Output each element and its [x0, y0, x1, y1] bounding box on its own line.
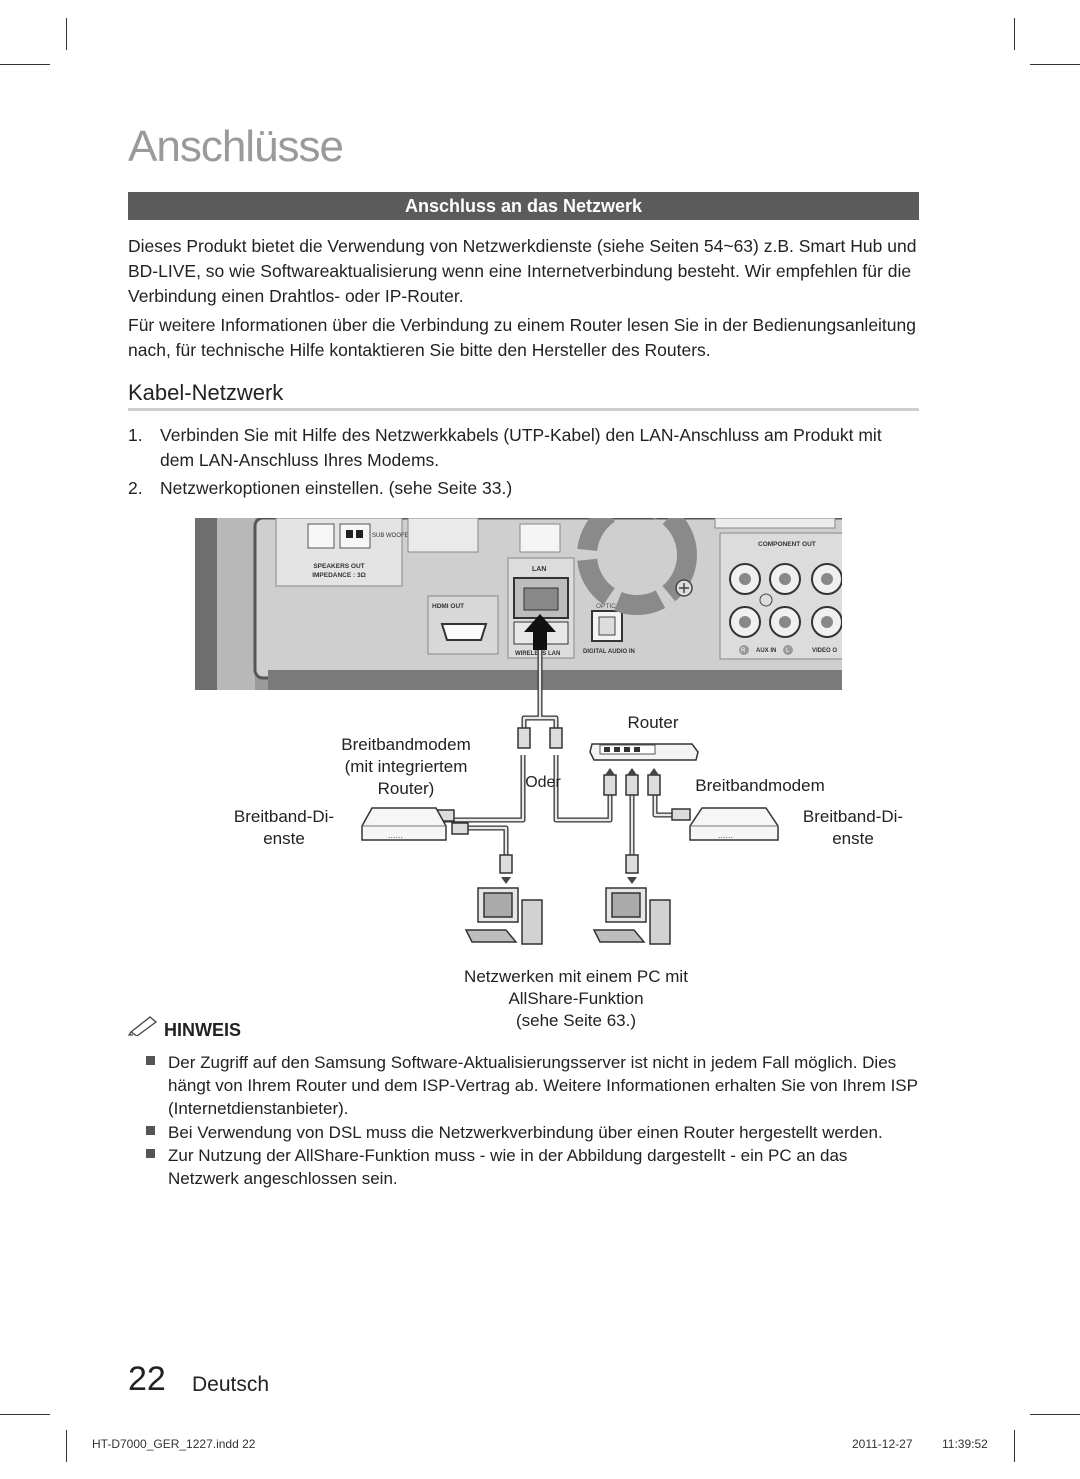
bullet-icon [146, 1056, 155, 1065]
step-item: 2. Netzwerkoptionen einstellen. (sehe Se… [128, 476, 923, 501]
impedance-label: IMPEDANCE : 3Ω [312, 572, 366, 579]
router-icon [589, 743, 699, 761]
or-label: Oder [525, 774, 561, 791]
modem-router-label: (mit integriertem [344, 757, 468, 776]
step-number: 2. [128, 478, 143, 498]
note-item: Zur Nutzung der AllShare-Funktion muss -… [146, 1144, 921, 1190]
page-language: Deutsch [192, 1373, 270, 1396]
cable-connectors [435, 727, 691, 874]
crop-mark [1014, 18, 1015, 50]
modem-right-icon: ...... [689, 807, 779, 841]
arrow-up-icon [524, 614, 556, 650]
pc-right-icon [592, 887, 671, 945]
footer-time: 11:39:52 [942, 1437, 988, 1451]
step-text: Verbinden Sie mit Hilfe des Netzwerkkabe… [160, 425, 882, 470]
bullet-icon [146, 1126, 155, 1135]
note-item: Bei Verwendung von DSL muss die Netzwerk… [146, 1121, 921, 1144]
hdmi-out-label: HDMI OUT [432, 603, 464, 610]
pc-network-label: Netzwerken mit einem PC mit [464, 967, 688, 986]
modem-left-icon: ...... [361, 807, 447, 841]
modem-router-label: Breitbandmodem [341, 735, 471, 754]
note-text: Zur Nutzung der AllShare-Funktion muss -… [168, 1146, 848, 1188]
crop-mark [0, 1414, 50, 1415]
note-heading: HINWEIS [164, 1020, 242, 1040]
broadband-service-label: enste [832, 829, 874, 848]
step-number: 1. [128, 425, 143, 445]
modem-label: Breitbandmodem [695, 776, 825, 795]
svg-text:......: ...... [388, 830, 403, 840]
pc-left-icon [464, 887, 543, 945]
router-label: Router [627, 713, 679, 732]
crop-mark [1014, 1430, 1015, 1462]
crop-mark [66, 1430, 67, 1462]
network-diagram: SUB WOOFER SPEAKERS OUT IMPEDANCE : 3Ω H… [195, 518, 842, 945]
crop-mark [66, 18, 67, 50]
footer-date: 2011-12-27 [852, 1437, 913, 1451]
page-title: Anschlüsse [128, 122, 344, 171]
svg-text:......: ...... [718, 830, 733, 840]
digital-audio-in-label: DIGITAL AUDIO IN [583, 649, 635, 655]
intro-paragraph: Für weitere Informationen über die Verbi… [128, 315, 916, 360]
bullet-icon [146, 1149, 155, 1158]
lan-label: LAN [532, 566, 546, 573]
arrow-icons [501, 768, 659, 884]
broadband-service-label: enste [263, 829, 305, 848]
footer-file: HT-D7000_GER_1227.indd 22 [92, 1437, 256, 1451]
video-out-label: VIDEO O [812, 648, 837, 654]
crop-mark [1030, 64, 1080, 65]
note-text: Der Zugriff auf den Samsung Software-Akt… [168, 1053, 918, 1118]
sub-woofer-label: SUB WOOFER [372, 533, 414, 539]
pencil-icon [128, 1016, 158, 1036]
section-heading: Anschluss an das Netzwerk [128, 192, 919, 220]
subheading: Kabel-Netzwerk [128, 380, 284, 405]
optical-label: OPTICAL [596, 603, 624, 610]
aux-in-label: AUX IN [756, 648, 776, 654]
r-label: R [741, 648, 746, 654]
crop-mark [1030, 1414, 1080, 1415]
broadband-service-label: Breitband-Di- [802, 807, 904, 826]
l-label: L [786, 648, 790, 654]
component-out-label: COMPONENT OUT [758, 541, 816, 548]
note-item: Der Zugriff auf den Samsung Software-Akt… [146, 1051, 921, 1121]
pc-network-label: AllShare-Funktion [508, 989, 644, 1008]
crop-mark [0, 64, 50, 65]
pc-network-label: (sehe Seite 63.) [515, 1011, 636, 1030]
note-text: Bei Verwendung von DSL muss die Netzwerk… [168, 1123, 883, 1142]
step-item: 1. Verbinden Sie mit Hilfe des Netzwerkk… [128, 423, 923, 473]
speakers-out-label: SPEAKERS OUT [313, 563, 364, 570]
intro-paragraph: Dieses Produkt bietet die Verwendung von… [128, 236, 917, 306]
broadband-service-label: Breitband-Di- [233, 807, 335, 826]
device-rear-panel: SUB WOOFER SPEAKERS OUT IMPEDANCE : 3Ω H… [195, 518, 842, 690]
modem-router-label: Router) [377, 779, 435, 798]
subheading-rule [128, 408, 919, 411]
page-number: 22 [128, 1360, 166, 1398]
step-text: Netzwerkoptionen einstellen. (sehe Seite… [160, 478, 513, 498]
